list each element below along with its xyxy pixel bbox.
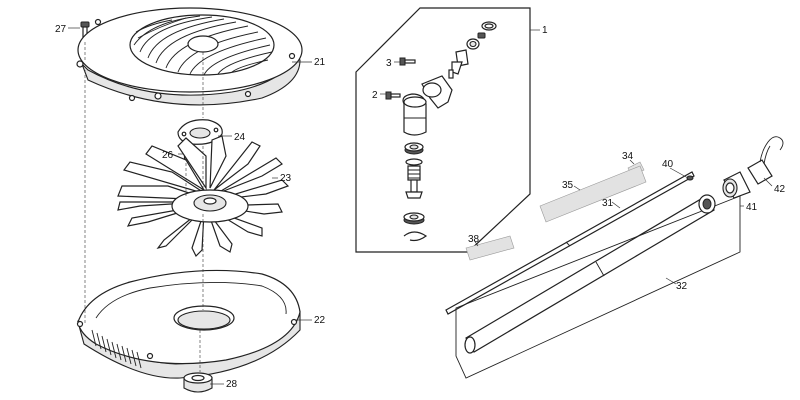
callout-40: 40 <box>662 159 674 170</box>
callout-1: 1 <box>542 25 548 36</box>
part-28-nut <box>183 372 213 393</box>
callout-23: 23 <box>280 173 292 184</box>
callout-labels: 27 21 24 26 23 22 28 1 3 2 34 35 31 38 4… <box>55 24 786 390</box>
callout-35: 35 <box>562 180 574 191</box>
callout-28: 28 <box>226 379 238 390</box>
part-22-fan-housing <box>76 269 301 379</box>
callout-31: 31 <box>602 198 614 209</box>
part-38-decal <box>465 235 515 261</box>
callout-34: 34 <box>622 151 634 162</box>
part-24-plate <box>177 119 223 145</box>
part-35-decal <box>539 165 647 223</box>
gear-head-components <box>385 21 497 242</box>
part-21-fan-cover <box>76 7 303 106</box>
callout-32: 32 <box>676 281 688 292</box>
shaft-end-sleeve <box>698 194 716 214</box>
callout-41: 41 <box>746 202 758 213</box>
callout-22: 22 <box>314 315 326 326</box>
callout-26: 26 <box>162 150 174 161</box>
callout-24: 24 <box>234 132 246 143</box>
part-1-gear-head-box <box>355 7 531 253</box>
alignment-line-center <box>199 52 204 372</box>
cover-grille <box>133 15 273 76</box>
housing-cooling-fins <box>91 329 142 369</box>
callout-21: 21 <box>314 57 326 68</box>
part-31-drive-shaft <box>445 171 695 315</box>
shaft-parts-frame <box>455 195 741 379</box>
callout-2: 2 <box>372 90 378 101</box>
callout-3: 3 <box>386 58 392 69</box>
part-41-clamp <box>722 171 751 199</box>
leader-lines <box>68 27 773 385</box>
part-40-pin <box>686 175 694 181</box>
part-23-cooling-fan <box>117 135 290 258</box>
part-32-shaft-tube <box>464 195 715 354</box>
callout-38: 38 <box>468 234 480 245</box>
callout-42: 42 <box>774 184 786 195</box>
callout-27: 27 <box>55 24 67 35</box>
part-42-hook <box>747 136 784 185</box>
